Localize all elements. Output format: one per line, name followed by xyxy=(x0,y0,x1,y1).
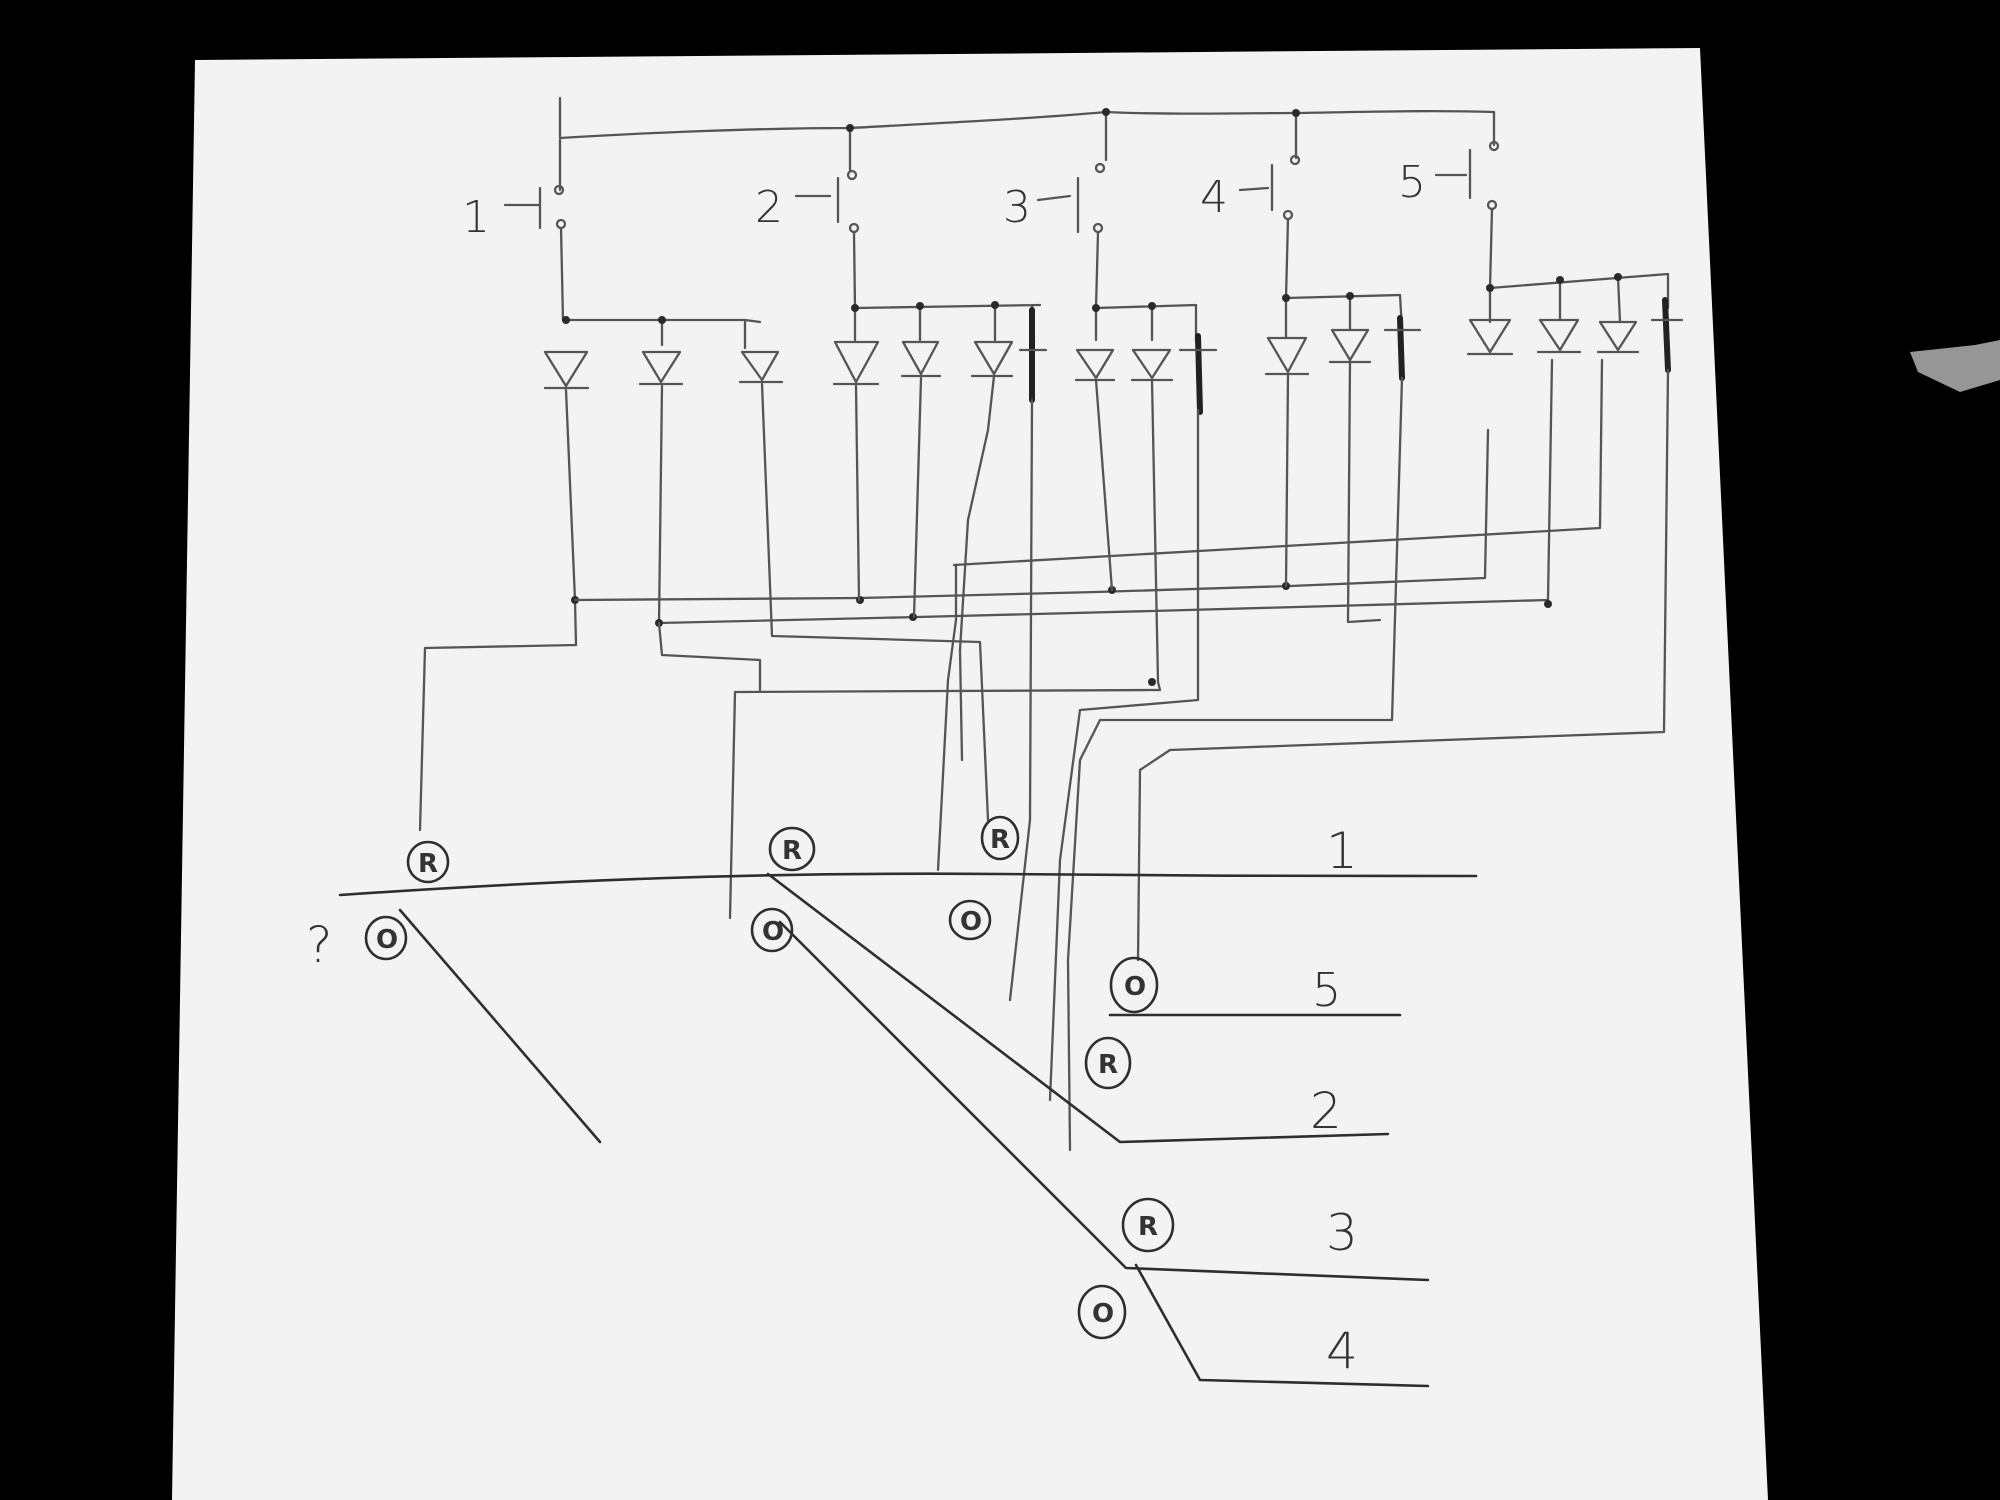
switch-4: 4 xyxy=(1200,154,1301,300)
cathode-wiring xyxy=(418,358,1670,1152)
diode xyxy=(543,350,590,390)
track-label-3: 3 xyxy=(1326,1204,1358,1262)
svg-text:R: R xyxy=(1098,1050,1118,1080)
switch-4-label: 4 xyxy=(1200,172,1228,223)
switch-2: 2 xyxy=(755,169,860,310)
terminal-r-5: R xyxy=(1121,1197,1175,1253)
svg-text:R: R xyxy=(1138,1212,1158,1242)
switch-1-label: 1 xyxy=(462,192,490,243)
svg-text:R: R xyxy=(418,849,438,879)
diode-row xyxy=(543,297,1684,415)
svg-text:O: O xyxy=(762,917,784,947)
track-label-4: 4 xyxy=(1326,1322,1358,1380)
track-lines xyxy=(338,872,1478,1388)
svg-text:R: R xyxy=(782,836,802,866)
svg-text:O: O xyxy=(960,907,982,937)
top-power-bus xyxy=(558,96,1496,172)
terminal-r-2: R xyxy=(768,826,816,872)
diode xyxy=(638,350,684,386)
svg-text:O: O xyxy=(1092,1299,1114,1329)
terminal-o-4: O xyxy=(1077,1284,1127,1340)
switch-5: 5 xyxy=(1398,140,1500,290)
terminal-o-1: O xyxy=(364,915,408,961)
question-mark: ? xyxy=(306,916,333,974)
track-label-2: 2 xyxy=(1310,1082,1342,1140)
diode-highlighted xyxy=(1383,315,1422,381)
diode xyxy=(1596,320,1640,354)
svg-text:R: R xyxy=(990,825,1010,855)
switch-1: 1 xyxy=(462,138,567,322)
switch-3: 3 xyxy=(1003,162,1106,310)
track-label-1: 1 xyxy=(1326,822,1358,880)
diode-highlighted xyxy=(1178,333,1218,415)
terminal-r-1: R xyxy=(406,840,450,884)
anode-rails xyxy=(562,272,1670,350)
terminal-r-3: R xyxy=(980,815,1020,861)
diode xyxy=(738,350,784,384)
terminal-o-3: O xyxy=(948,899,992,941)
diode-highlighted xyxy=(1018,307,1048,403)
diode xyxy=(1466,318,1514,356)
diode xyxy=(900,340,942,378)
switch-2-label: 2 xyxy=(755,182,783,233)
svg-text:O: O xyxy=(376,925,398,955)
diode xyxy=(970,340,1014,378)
svg-text:O: O xyxy=(1124,972,1146,1002)
diode xyxy=(832,340,880,386)
diode xyxy=(1536,318,1582,354)
terminal-r-4: R xyxy=(1084,1036,1132,1090)
terminal-o-5: O xyxy=(1109,956,1159,1014)
track-label-5: 5 xyxy=(1312,963,1341,1017)
switch-3-label: 3 xyxy=(1003,182,1031,233)
pen-object xyxy=(1910,340,2000,392)
switch-5-label: 5 xyxy=(1398,157,1426,208)
paper-sheet xyxy=(172,48,1768,1500)
terminal-o-2: O xyxy=(750,907,794,953)
diode-highlighted xyxy=(1650,297,1684,373)
